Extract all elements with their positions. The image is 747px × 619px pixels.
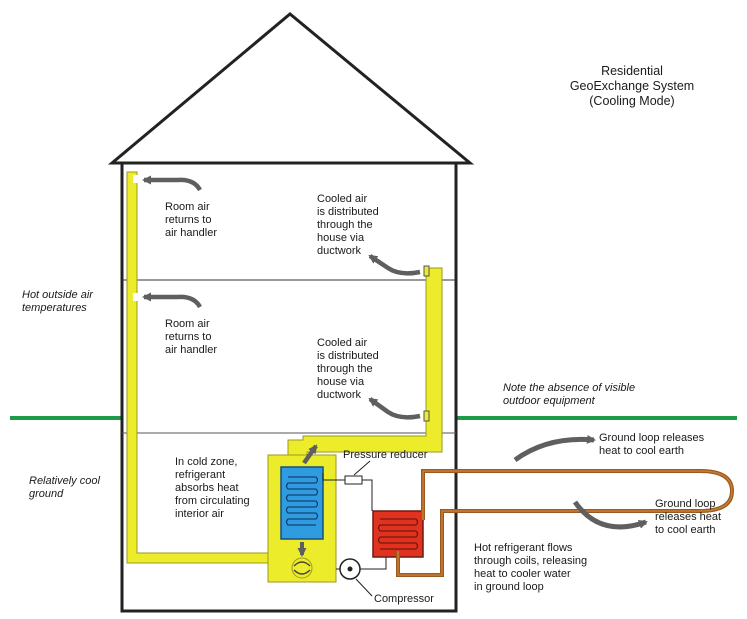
label-cooled-lower: Cooled air is distributed through the ho…	[317, 337, 379, 401]
label-pressure-reducer: Pressure reducer	[343, 449, 428, 461]
arrow-airflow-up	[302, 444, 318, 465]
arrow-return-upper	[142, 175, 202, 192]
label-return-lower: Room air returns to air handler	[165, 318, 217, 356]
return-vent-upper	[133, 175, 139, 183]
ground-loop-inner	[397, 470, 733, 576]
compressor-pointer	[355, 578, 373, 597]
label-compressor: Compressor	[374, 593, 434, 605]
pressure-reducer-valve	[344, 475, 363, 485]
fan-blade-icon	[293, 561, 311, 575]
supply-vent-lower	[423, 410, 430, 422]
arrow-supply-upper	[368, 254, 421, 276]
label-hot-refrigerant: Hot refrigerant flows through coils, rel…	[474, 542, 588, 593]
label-loop-releases-2: Ground loop releases heat to cool earth	[655, 498, 722, 536]
arrow-loop-heat-1	[513, 434, 596, 463]
label-cool-ground: Relatively cool ground	[29, 475, 100, 500]
cold-coil-tubing	[286, 476, 318, 526]
label-hot-outside: Hot outside air temperatures	[22, 289, 93, 314]
arrow-supply-lower	[368, 397, 421, 420]
diagram-title: Residential GeoExchange System (Cooling …	[569, 64, 695, 108]
arrow-return-lower	[142, 292, 202, 309]
house-walls	[120, 161, 458, 613]
supply-vent-upper	[423, 265, 430, 277]
return-vent-lower	[133, 293, 139, 301]
label-loop-releases-1: Ground loop releases heat to cool earth	[599, 432, 705, 457]
label-cold-zone: In cold zone, refrigerant absorbs heat f…	[175, 456, 250, 520]
refrigerant-line-bottom	[336, 557, 387, 570]
arrow-loop-heat-2	[572, 500, 648, 530]
hot-coil-tubing	[378, 518, 418, 550]
pressure-reducer-pointer	[353, 460, 371, 476]
label-note-absence: Note the absence of visible outdoor equi…	[503, 382, 636, 407]
house-roof	[107, 12, 475, 165]
cold-coil	[280, 466, 324, 540]
label-cooled-upper: Cooled air is distributed through the ho…	[317, 193, 379, 257]
blower-fan-icon	[291, 557, 313, 579]
hot-coil	[372, 510, 424, 558]
label-return-upper: Room air returns to air handler	[165, 201, 217, 239]
compressor-hub	[347, 566, 353, 572]
refrigerant-line-top	[322, 473, 373, 511]
